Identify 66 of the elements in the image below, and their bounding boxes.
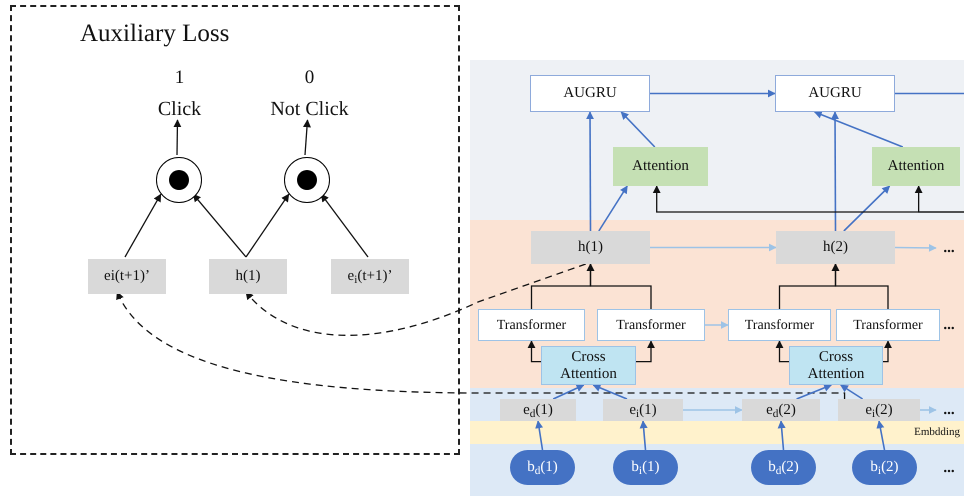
dashed-arrow: [245, 263, 586, 336]
arrow: [245, 194, 290, 258]
arrow: [883, 340, 892, 362]
hidden-state-box: h(2): [776, 231, 895, 264]
arrow: [586, 263, 652, 309]
attention-box: Attention: [872, 147, 960, 186]
arrow: [192, 194, 246, 258]
arrow: [831, 111, 840, 231]
hidden-state-box: h(1): [531, 231, 650, 264]
arrow: [552, 384, 584, 400]
arrow: [843, 185, 890, 232]
arrow: [840, 384, 864, 400]
transformer-box: Transformer: [836, 309, 940, 341]
arrow: [814, 110, 904, 148]
arrow: [650, 90, 776, 98]
dashed-frame: [10, 5, 460, 455]
arrow: [796, 384, 832, 400]
ellipsis-text: ...: [942, 316, 956, 335]
arrow: [598, 185, 628, 232]
arrow: [914, 185, 964, 213]
arrow: [303, 119, 311, 156]
layer-band: [470, 388, 964, 496]
embedding-box: ei(t+1)’: [88, 259, 166, 294]
embedding-box: e$_{d}$(2): [742, 399, 820, 421]
arrow: [320, 194, 369, 258]
augru-box: AUGRU: [775, 75, 895, 112]
arrow: [894, 244, 937, 252]
frame-title: Auxiliary Loss: [80, 21, 230, 46]
label-value: 0: [304, 66, 316, 90]
arrow: [920, 406, 937, 414]
embedding-box: e$_{i}$(t+1)’: [331, 259, 409, 294]
arrow: [124, 194, 162, 258]
dashed-arrow: [116, 291, 846, 400]
arrow: [876, 420, 886, 450]
arrow: [592, 384, 628, 400]
arrow: [705, 321, 729, 329]
ellipsis-text: ...: [936, 400, 962, 420]
layer-band: [470, 60, 964, 220]
arrow: [528, 340, 541, 362]
layer-band: [470, 220, 964, 388]
ellipsis-text: ...: [942, 458, 956, 478]
arrow: [173, 119, 182, 155]
embedding-box: e$_{i}$(2): [838, 399, 920, 421]
hidden-state-box: h(1): [209, 259, 287, 294]
arrow: [620, 111, 656, 148]
embedding-box: e$_{i}$(1): [603, 399, 683, 421]
transformer-box: Transformer: [728, 309, 831, 341]
embedding-label: Embdding: [900, 421, 964, 444]
embedding-box: e$_{d}$(1): [500, 399, 576, 421]
arrow: [636, 340, 655, 362]
augru-box: AUGRU: [530, 75, 650, 112]
arrow: [778, 420, 786, 450]
arrow: [640, 420, 648, 450]
arrow: [650, 244, 777, 252]
transformer-box: Transformer: [597, 309, 705, 341]
cross-attention-box: Cross Attention: [789, 346, 883, 385]
label-value: 1: [174, 66, 186, 90]
arrow: [776, 340, 789, 362]
attention-box: Attention: [613, 147, 708, 186]
arrow: [683, 406, 743, 414]
arrow: [586, 111, 594, 231]
arrow: [535, 420, 544, 450]
transformer-box: Transformer: [478, 309, 585, 341]
arrow: [832, 263, 889, 309]
ellipsis-text: ...: [936, 238, 962, 258]
cross-attention-box: Cross Attention: [541, 346, 636, 385]
